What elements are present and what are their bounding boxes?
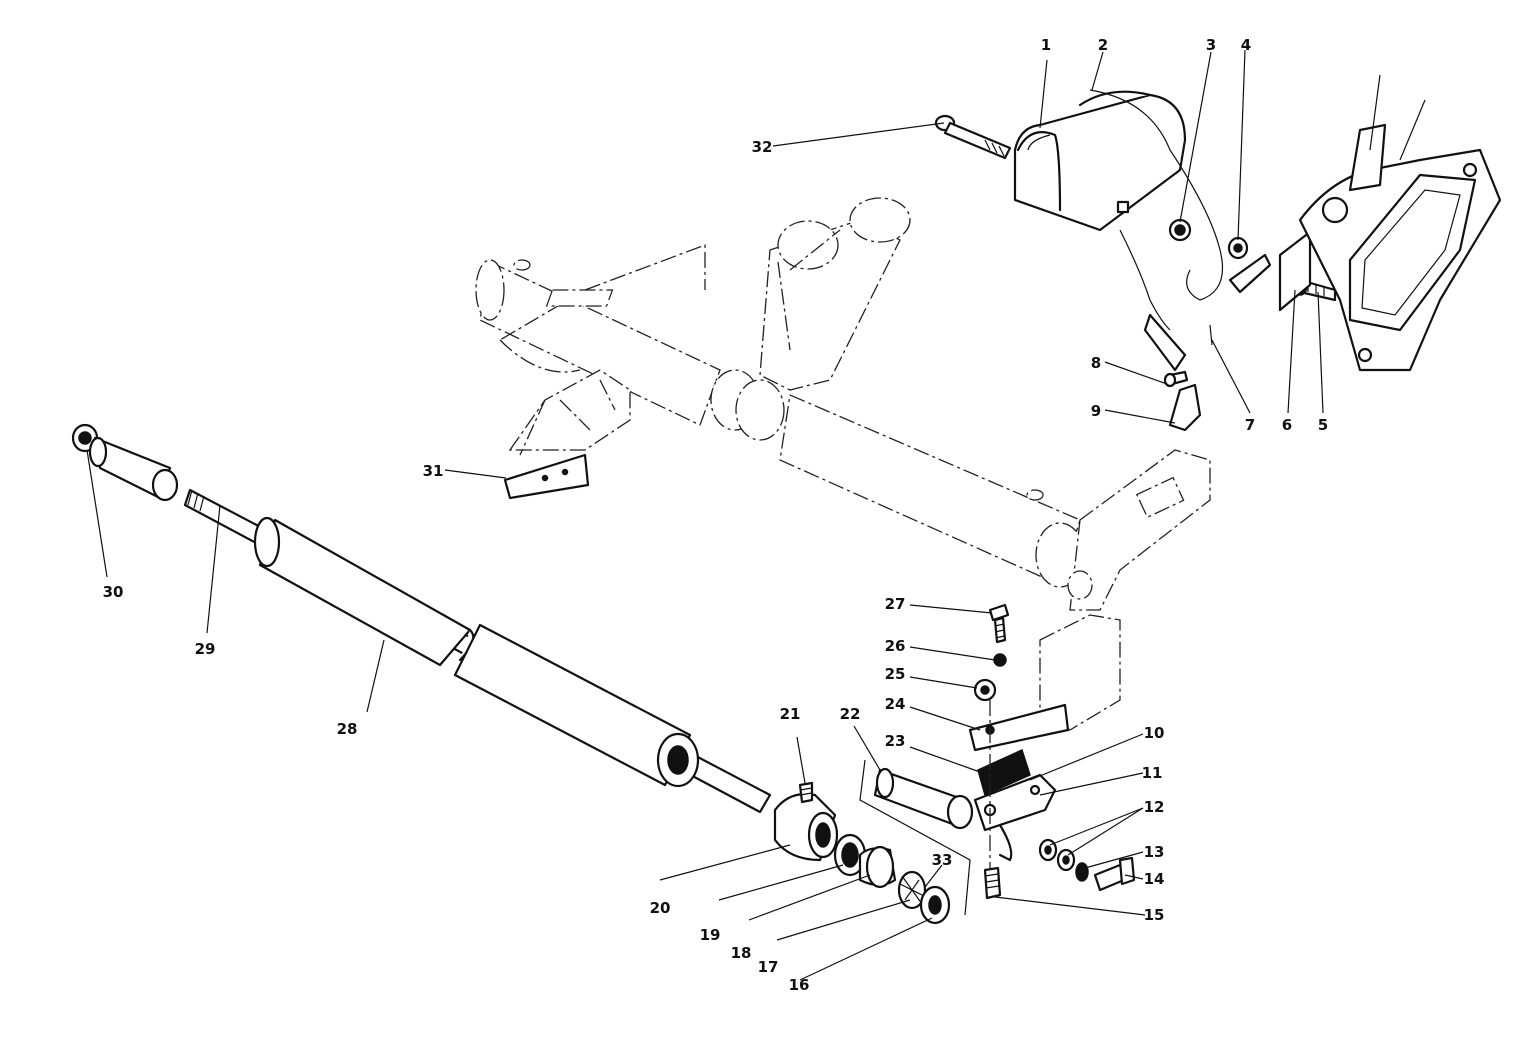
cable-clip	[1228, 253, 1272, 294]
callout-9: 9	[1091, 402, 1101, 420]
callout-15: 15	[1144, 906, 1165, 924]
callout-10: 10	[1144, 724, 1165, 742]
part-17-gear	[897, 870, 927, 910]
callout-23: 23	[885, 732, 906, 750]
clutch-housing	[1298, 74, 1502, 372]
callout-8: 8	[1091, 354, 1101, 372]
callout-26: 26	[885, 637, 906, 655]
sleeve	[88, 436, 179, 502]
part-25-nut	[973, 678, 997, 702]
part-15-bolt	[983, 866, 1002, 900]
part-22-bushing	[873, 767, 974, 830]
callout-32: 32	[752, 138, 773, 156]
part-12-washers	[1038, 838, 1076, 872]
part-27-bolt	[988, 603, 1010, 644]
callout-5: 5	[1318, 416, 1328, 434]
callout-28: 28	[337, 720, 358, 738]
mount-plate	[1278, 230, 1312, 312]
callout-29: 29	[195, 640, 216, 658]
part-23-pad	[977, 748, 1031, 797]
callout-18: 18	[731, 944, 752, 962]
callout-14: 14	[1144, 870, 1165, 888]
callout-16: 16	[789, 976, 810, 994]
callout-25: 25	[885, 665, 906, 683]
part-14-bolt	[1093, 856, 1136, 892]
part-2-wire	[1089, 89, 1224, 301]
callout-30: 30	[103, 583, 124, 601]
part-26-lockwasher	[993, 653, 1007, 667]
callout-7: 7	[1245, 416, 1255, 434]
part-3-nut	[1168, 218, 1192, 242]
callout-22: 22	[840, 705, 861, 723]
part-32-bolt	[934, 114, 1012, 160]
callout-4: 4	[1241, 36, 1251, 54]
part-7-pin	[1209, 324, 1213, 346]
part-9-bracket	[1168, 383, 1202, 432]
part-16-bearing	[919, 885, 951, 925]
callout-21: 21	[780, 705, 801, 723]
callout-2: 2	[1098, 36, 1108, 54]
part-1-solenoid	[1013, 90, 1187, 232]
part-13-washer	[1075, 862, 1089, 882]
callout-1: 1	[1041, 36, 1051, 54]
part-20-collar	[773, 792, 839, 862]
part-8-clevis-pin	[1163, 370, 1189, 388]
callout-17: 17	[758, 958, 779, 976]
callout-24: 24	[885, 695, 906, 713]
part-18-bearing	[858, 845, 897, 889]
callout-3: 3	[1206, 36, 1216, 54]
part-24-bracket	[968, 703, 1070, 752]
callout-20: 20	[650, 899, 671, 917]
part-28-tube	[253, 516, 700, 788]
callout-labels: 1 2 3 4 5 6 7 8 9 10 11 12 13 14 15 16 1…	[103, 36, 1329, 994]
part-4-washer	[1227, 236, 1249, 260]
phantom-frame	[475, 197, 1211, 731]
group-bracket-22	[859, 759, 971, 916]
callout-19: 19	[700, 926, 721, 944]
clevis	[1143, 313, 1187, 372]
callout-6: 6	[1282, 416, 1292, 434]
part-21-set-screw	[798, 781, 814, 804]
callout-11: 11	[1142, 764, 1163, 782]
callout-33: 33	[932, 851, 953, 869]
leader-lines	[86, 49, 1324, 981]
callout-12: 12	[1144, 798, 1165, 816]
callout-13: 13	[1144, 843, 1165, 861]
callout-31: 31	[423, 462, 444, 480]
callout-27: 27	[885, 595, 906, 613]
